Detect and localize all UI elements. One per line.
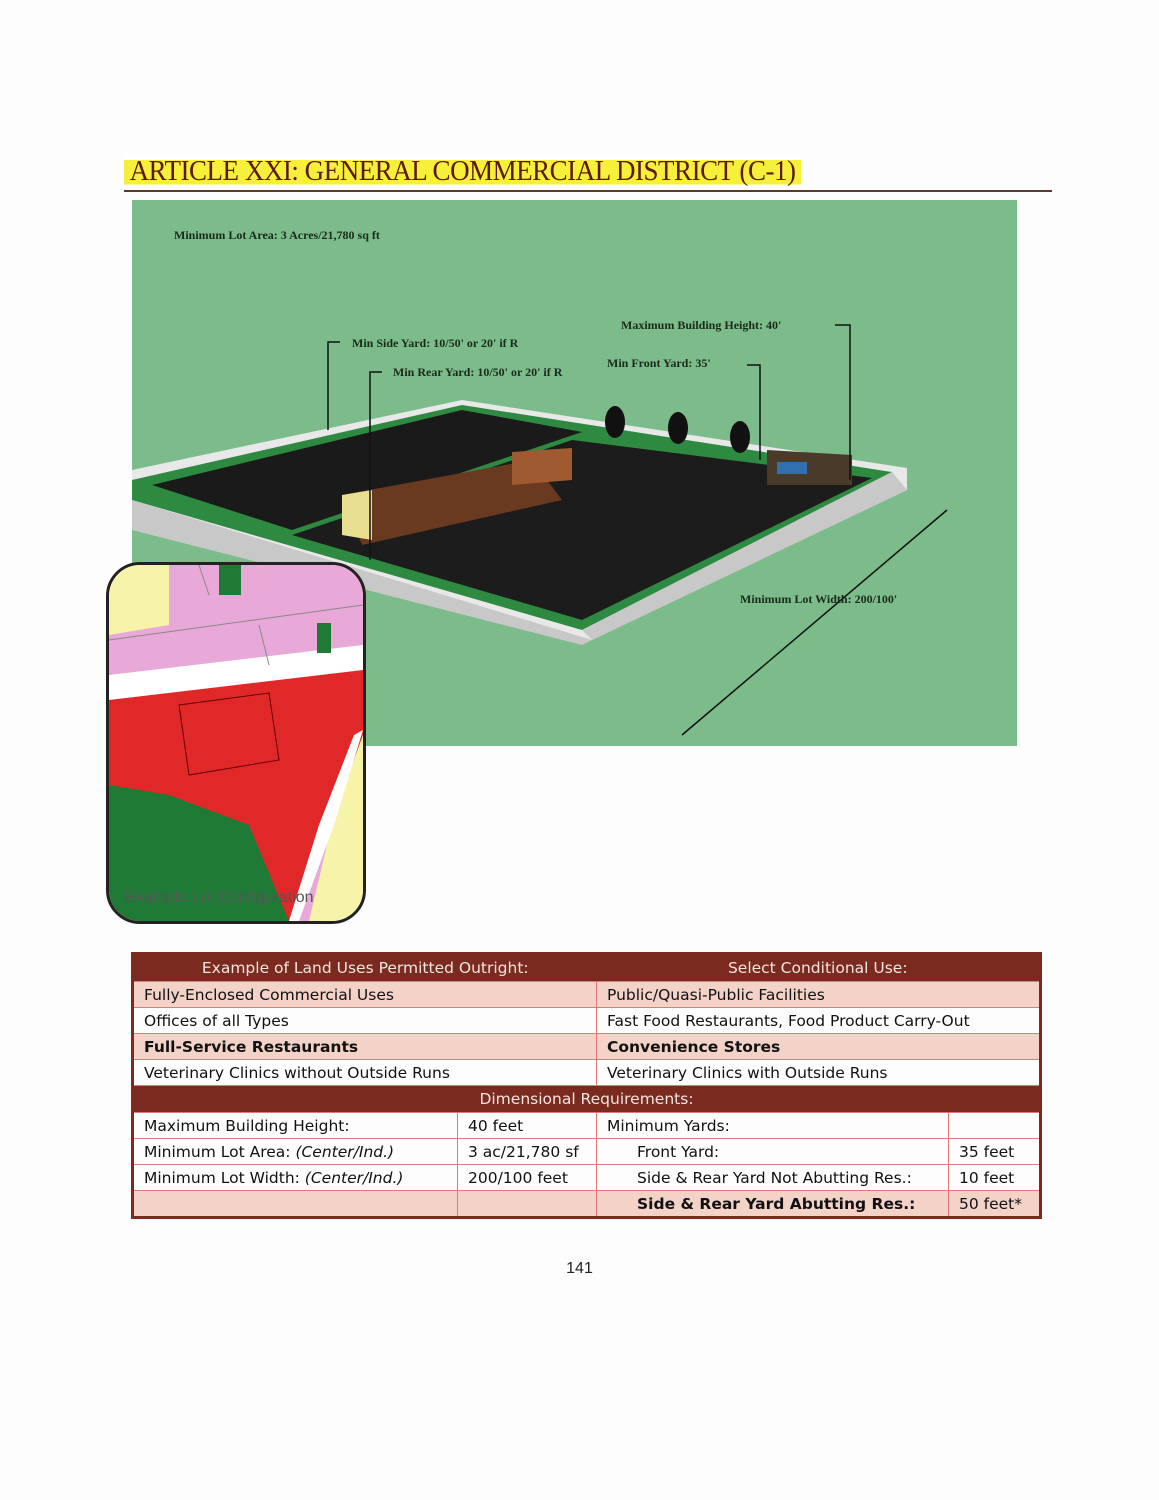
land-use-table: Example of Land Uses Permitted Outright:… [131, 952, 1042, 1219]
dim-value: 40 feet [457, 1112, 597, 1139]
dimensional-header: Dimensional Requirements: [132, 1085, 1041, 1113]
label-lot-area: Minimum Lot Area: 3 Acres/21,780 sq ft [174, 228, 380, 242]
conditional-uses-header: Select Conditional Use: [596, 953, 1041, 982]
site-illustration [132, 324, 948, 736]
dim-label: Minimum Lot Width: (Center/Ind.) [132, 1164, 458, 1191]
dim-label: Maximum Building Height: [132, 1112, 458, 1139]
label-lot-width: Minimum Lot Width: 200/100' [740, 592, 898, 606]
conditional-use: Convenience Stores [596, 1033, 1041, 1060]
table-row: Veterinary Clinics without Outside Runs … [132, 1059, 1041, 1086]
table-row: Minimum Lot Area: (Center/Ind.) 3 ac/21,… [132, 1138, 1041, 1165]
permitted-use: Fully-Enclosed Commercial Uses [132, 981, 597, 1008]
page-title: ARTICLE XXI: GENERAL COMMERCIAL DISTRICT… [124, 155, 802, 188]
dim-label-text: Minimum Lot Area: [144, 1142, 296, 1161]
dim-value: 3 ac/21,780 sf [457, 1138, 597, 1165]
conditional-use: Fast Food Restaurants, Food Product Carr… [596, 1007, 1041, 1034]
yard-label: Front Yard: [596, 1138, 949, 1165]
permitted-use: Offices of all Types [132, 1007, 597, 1034]
table-row: Full-Service Restaurants Convenience Sto… [132, 1033, 1041, 1060]
label-front-yard: Min Front Yard: 35' [607, 356, 711, 370]
empty-cell [132, 1190, 458, 1218]
example-lot-map: Example Lot Configuration [106, 562, 366, 924]
yards-label: Minimum Yards: [596, 1112, 949, 1139]
yard-value: 50 feet* [948, 1190, 1041, 1218]
label-rear-yard: Min Rear Yard: 10/50' or 20' if R [393, 365, 563, 379]
conditional-use: Veterinary Clinics with Outside Runs [596, 1059, 1041, 1086]
yard-value: 35 feet [948, 1138, 1041, 1165]
table-row: Side & Rear Yard Abutting Res.: 50 feet* [132, 1190, 1041, 1218]
dim-note: (Center/Ind.) [295, 1142, 395, 1161]
inset-caption: Example Lot Configuration [125, 889, 314, 906]
dim-note: (Center/Ind.) [304, 1168, 404, 1187]
page-number: 141 [566, 1260, 593, 1277]
label-side-yard: Min Side Yard: 10/50' or 20' if R [352, 336, 519, 350]
table-row: Fully-Enclosed Commercial Uses Public/Qu… [132, 981, 1041, 1008]
yard-value: 10 feet [948, 1164, 1041, 1191]
zoning-map [109, 565, 363, 921]
table-row: Maximum Building Height: 40 feet Minimum… [132, 1112, 1041, 1139]
title-rule [124, 190, 1052, 192]
permitted-use: Full-Service Restaurants [132, 1033, 597, 1060]
label-max-height: Maximum Building Height: 40' [621, 318, 782, 332]
dim-value: 200/100 feet [457, 1164, 597, 1191]
dim-label: Minimum Lot Area: (Center/Ind.) [132, 1138, 458, 1165]
permitted-use: Veterinary Clinics without Outside Runs [132, 1059, 597, 1086]
empty-cell [948, 1112, 1041, 1139]
yard-label: Side & Rear Yard Not Abutting Res.: [596, 1164, 949, 1191]
yard-label: Side & Rear Yard Abutting Res.: [596, 1190, 949, 1218]
conditional-use: Public/Quasi-Public Facilities [596, 981, 1041, 1008]
permitted-uses-header: Example of Land Uses Permitted Outright: [132, 953, 597, 982]
empty-cell [457, 1190, 597, 1218]
table-row: Offices of all Types Fast Food Restauran… [132, 1007, 1041, 1034]
table-row: Minimum Lot Width: (Center/Ind.) 200/100… [132, 1164, 1041, 1191]
dim-label-text: Minimum Lot Width: [144, 1168, 305, 1187]
